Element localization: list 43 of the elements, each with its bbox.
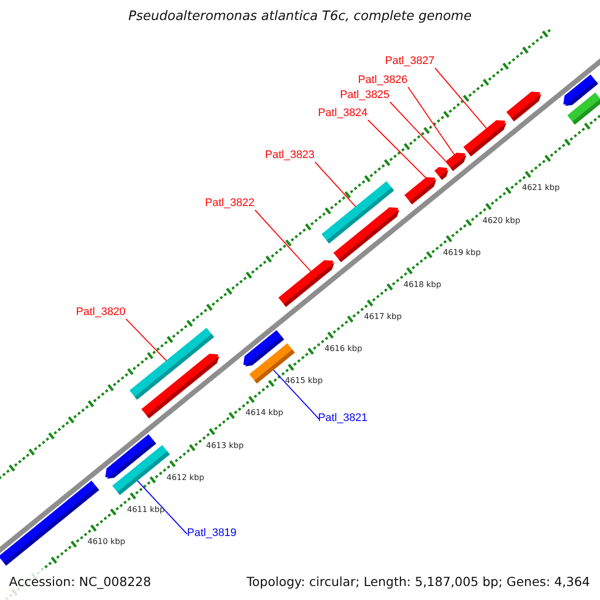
gene-feature: [278, 260, 334, 307]
gene-feature: [322, 181, 394, 244]
scale-label: 4614 kbp: [246, 408, 284, 418]
gene-feature: [434, 166, 448, 180]
scale-label: 4618 kbp: [404, 280, 442, 290]
leader-line: [314, 162, 356, 208]
gene-feature: [404, 177, 436, 204]
gene-label: Patl_3822: [205, 197, 255, 210]
gene-feature: [130, 328, 214, 400]
genome-stats: Topology: circular; Length: 5,187,005 bp; Genes: 4,364: [246, 574, 590, 589]
gene-feature: [243, 330, 284, 366]
accession-text: Accession: NC_008228: [9, 574, 152, 589]
scale-label: 4613 kbp: [206, 440, 244, 451]
leader-line: [390, 102, 446, 162]
leader-line: [254, 210, 312, 272]
gene-label: Patl_3819: [187, 527, 237, 540]
scale-label: 4612 kbp: [166, 472, 204, 483]
leader-line: [368, 120, 426, 178]
scale-label: 4620 kbp: [482, 216, 520, 226]
scale-label: 4621 kbp: [522, 183, 560, 194]
scale-label: 4616 kbp: [324, 344, 362, 354]
gene-label: Patl_3825: [340, 89, 390, 102]
gene-label: Patl_3824: [318, 107, 368, 120]
gene-label: Patl_3823: [265, 149, 315, 162]
leader-line: [126, 318, 167, 362]
gene-feature: [445, 152, 466, 171]
gene-label: Patl_3820: [76, 306, 126, 319]
gene-label: Patl_3826: [358, 74, 408, 87]
title: Pseudoalteromonas atlantica T6c, complete genome: [128, 9, 472, 24]
gene-label: Patl_3827: [385, 55, 435, 68]
gene-label: Patl_3821: [318, 412, 368, 425]
scale-label: 4610 kbp: [88, 537, 126, 548]
scale-label: 4619 kbp: [443, 248, 481, 258]
gene-feature: [563, 74, 598, 106]
leader-line: [136, 480, 188, 534]
scale-label: 4615 kbp: [285, 376, 323, 386]
scale-label: 4617 kbp: [364, 312, 402, 322]
scale-label: 4611 kbp: [127, 504, 165, 515]
leader-line: [434, 68, 488, 130]
leader-line: [273, 370, 320, 420]
leader-line: [408, 86, 455, 156]
gene-feature: [506, 92, 542, 122]
gene-feature: [463, 120, 506, 156]
